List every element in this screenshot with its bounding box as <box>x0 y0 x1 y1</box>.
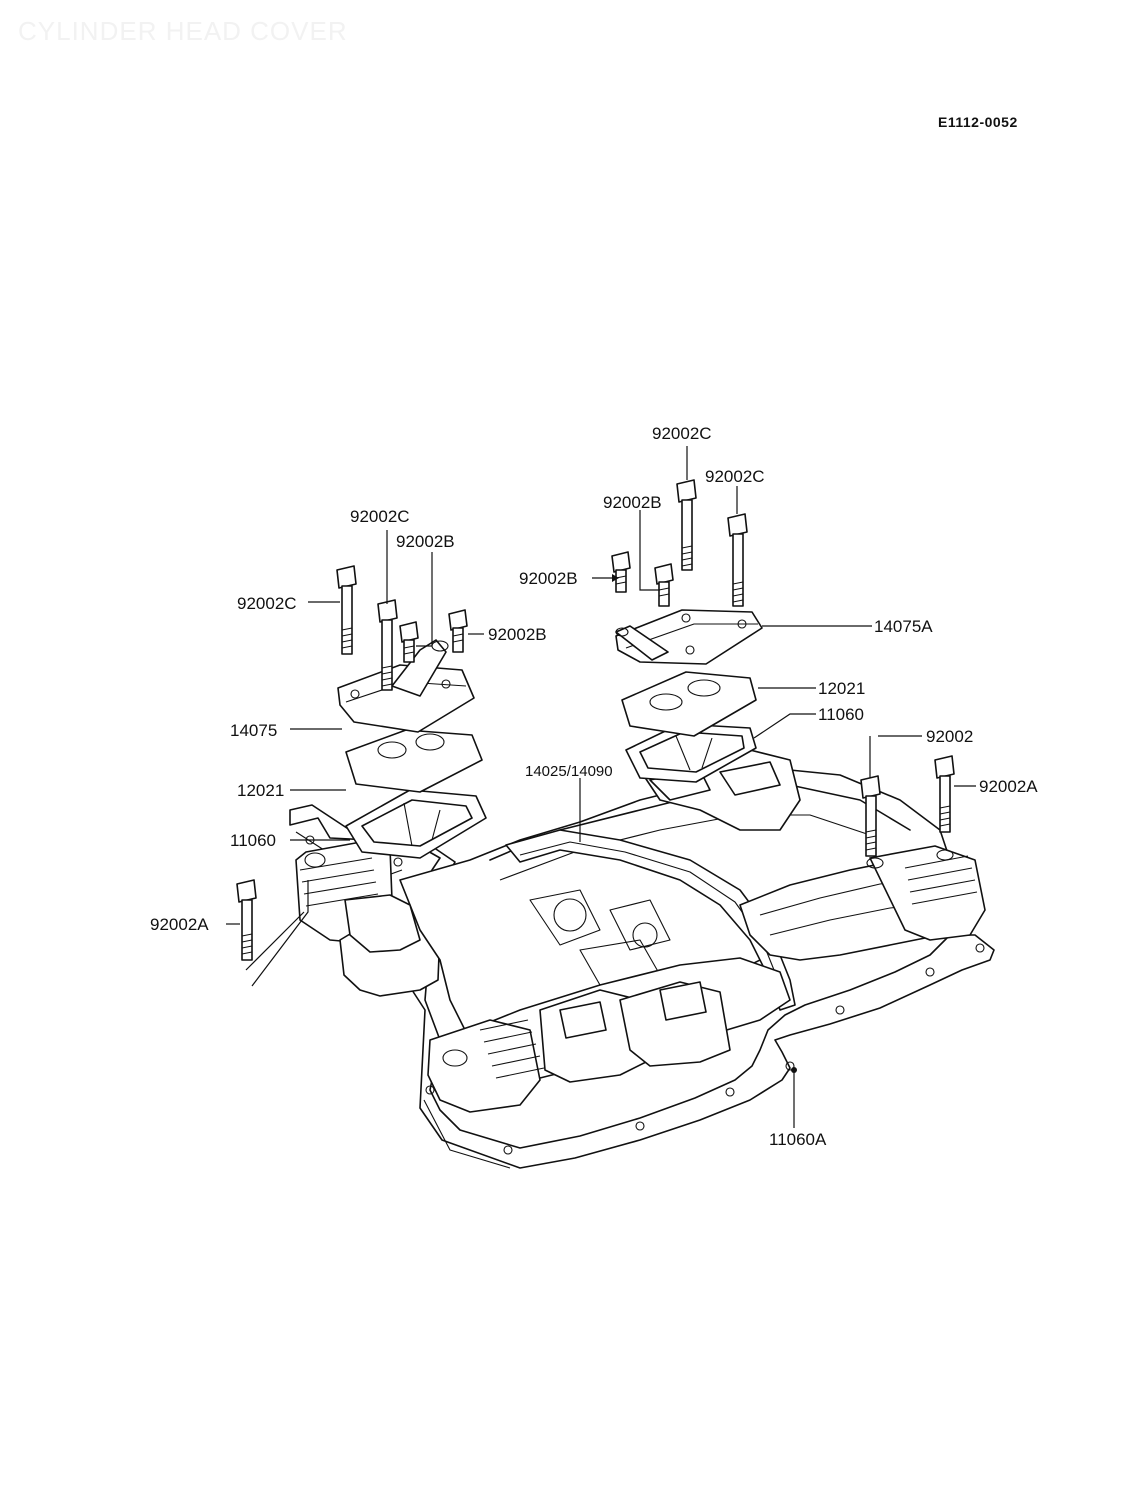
left-bolt-b-center-drawing <box>399 621 419 663</box>
label-bolt-a-right: 92002A <box>979 777 1038 796</box>
left-bolt-a-drawing <box>236 879 257 961</box>
label-bolt-a-left: 92002A <box>150 915 209 934</box>
right-bolt-c-top-drawing <box>676 479 697 571</box>
left-bolt-b-right-drawing <box>448 609 468 653</box>
right-bolt-plain-drawing <box>860 775 881 857</box>
label-cover-right: 14075A <box>874 617 933 636</box>
label-bolt-c-top: 92002C <box>652 424 712 443</box>
right-gasket-drawing <box>621 671 757 737</box>
label-bolt-b-left-upper: 92002B <box>396 532 455 551</box>
label-bolt-c-right: 92002C <box>705 467 765 486</box>
right-bolt-a-drawing <box>934 755 955 833</box>
label-bolt-b-right-left: 92002B <box>519 569 578 588</box>
right-bolt-c-right-drawing <box>727 513 748 607</box>
label-bolt-c-left-upper: 92002C <box>350 507 410 526</box>
label-gasket-right: 12021 <box>818 679 865 698</box>
right-cover-drawing <box>615 609 763 665</box>
label-seal-left: 11060 <box>230 831 276 850</box>
label-bolt-b-right-upper: 92002B <box>603 493 662 512</box>
label-cover-left: 14075 <box>230 721 277 740</box>
left-bolt-c-long-drawing <box>336 565 357 655</box>
label-bolt-plain: 92002 <box>926 727 973 746</box>
head-cover-drawing <box>295 749 986 1113</box>
label-gasket-main: 11060A <box>769 1130 827 1149</box>
label-bolt-c-left: 92002C <box>237 594 297 613</box>
drawing-id: E1112-0052 <box>938 114 1018 130</box>
leader-lines <box>226 446 976 1128</box>
label-seal-right: 11060 <box>818 705 864 724</box>
left-cover-drawing <box>337 639 475 733</box>
label-bolt-b-left-right: 92002B <box>488 625 547 644</box>
label-head-cover: 14025/14090 <box>525 763 613 780</box>
right-bolt-b-center-drawing <box>654 563 674 607</box>
label-gasket-left: 12021 <box>237 781 284 800</box>
left-bolt-c-center-drawing <box>377 599 398 691</box>
left-seal-drawing <box>345 789 487 859</box>
page-title: CYLINDER HEAD COVER <box>18 16 348 46</box>
left-gasket-drawing <box>345 729 483 793</box>
right-bolt-b-left-drawing <box>611 551 631 593</box>
